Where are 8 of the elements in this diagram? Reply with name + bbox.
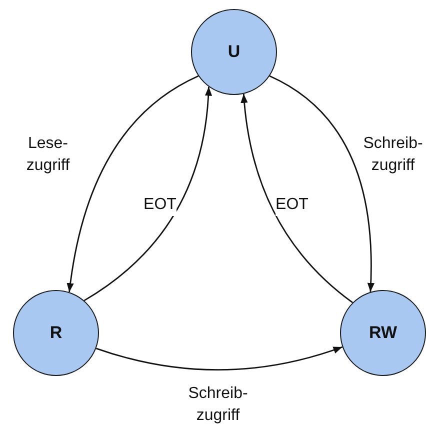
state-label: U [228,42,240,62]
arrow [66,75,199,292]
arrow [240,94,354,304]
state-label: R [50,323,62,343]
arrow [96,346,343,371]
arrow [269,75,374,292]
arrow [84,86,212,302]
state-label: RW [368,323,397,343]
